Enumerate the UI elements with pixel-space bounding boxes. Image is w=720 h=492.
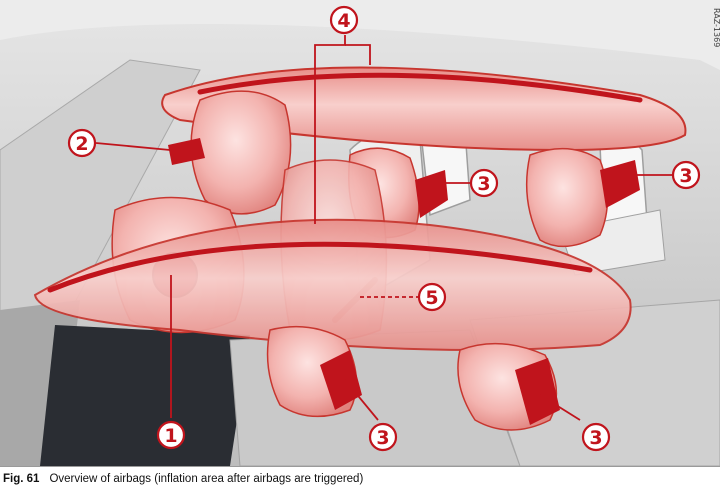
callout-3-rear-upper: 3 [671,160,701,190]
lower-curtain-seam [47,241,593,293]
callout-1: 1 [156,420,186,450]
airbag-overview-illustration: 1 2 3 3 3 3 4 5 RAZ-1369 [0,0,720,466]
callout-4: 4 [329,5,359,35]
svg-text:2: 2 [75,133,88,155]
rear-side-airbag-right [525,147,609,248]
figure-reference-code: RAZ-1369 [712,8,720,47]
svg-text:5: 5 [425,287,438,309]
passenger-front-airbag [190,90,292,215]
callout-3-rear-lower: 3 [581,422,611,452]
svg-text:1: 1 [164,425,177,447]
upper-curtain-seam [197,72,643,103]
rear-side-airbag-lower-module [515,358,560,425]
svg-text:3: 3 [477,173,490,195]
front-side-airbag-lower-module [320,350,362,410]
figure-caption-text: Overview of airbags (inflation area afte… [49,473,364,485]
figure-caption: Fig. 61 Overview of airbags (inflation ar… [0,466,720,492]
roof-lining [0,0,720,70]
leader-lines [95,35,673,421]
rear-side-airbag-right-module [600,160,640,208]
callout-2: 2 [67,128,97,158]
callout-5: 5 [417,282,447,312]
svg-text:3: 3 [376,427,389,449]
svg-text:4: 4 [337,10,350,32]
a-pillar [0,59,201,331]
footwell-window [40,325,250,466]
svg-text:3: 3 [679,165,692,187]
callout-3-front-upper: 3 [469,168,499,198]
figure-label: Fig. 61 [3,473,40,485]
svg-text:3: 3 [589,427,602,449]
passenger-airbag-module [168,138,205,165]
front-side-airbag-right-module [415,170,448,218]
callout-3-front-lower: 3 [368,422,398,452]
